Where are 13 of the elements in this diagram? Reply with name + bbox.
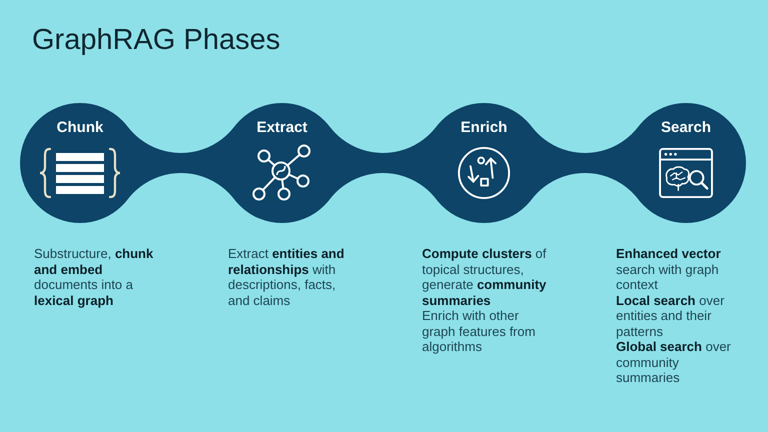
phase-description: Compute clusters of topical structures, generate community summaries (422, 246, 548, 308)
phase-title: Search (660, 119, 712, 137)
phase-description: Enrich with other graph features from algorithms (422, 308, 536, 354)
phase-title: Enrich (460, 119, 508, 137)
phase-description: Extract entities and relationships with descriptions, facts, and claims (228, 246, 346, 308)
connector-band (544, 139, 626, 187)
page-title: GraphRAG Phases (32, 23, 280, 58)
phase-title: Chunk (56, 119, 104, 137)
phase-description: Substructure, chunk and embed documents into a lexical graph (34, 246, 154, 308)
phase-description: Global search over community summaries (616, 339, 732, 386)
connector-band (140, 139, 222, 187)
connector-band (342, 139, 424, 187)
phase-title: Extract (256, 119, 308, 137)
